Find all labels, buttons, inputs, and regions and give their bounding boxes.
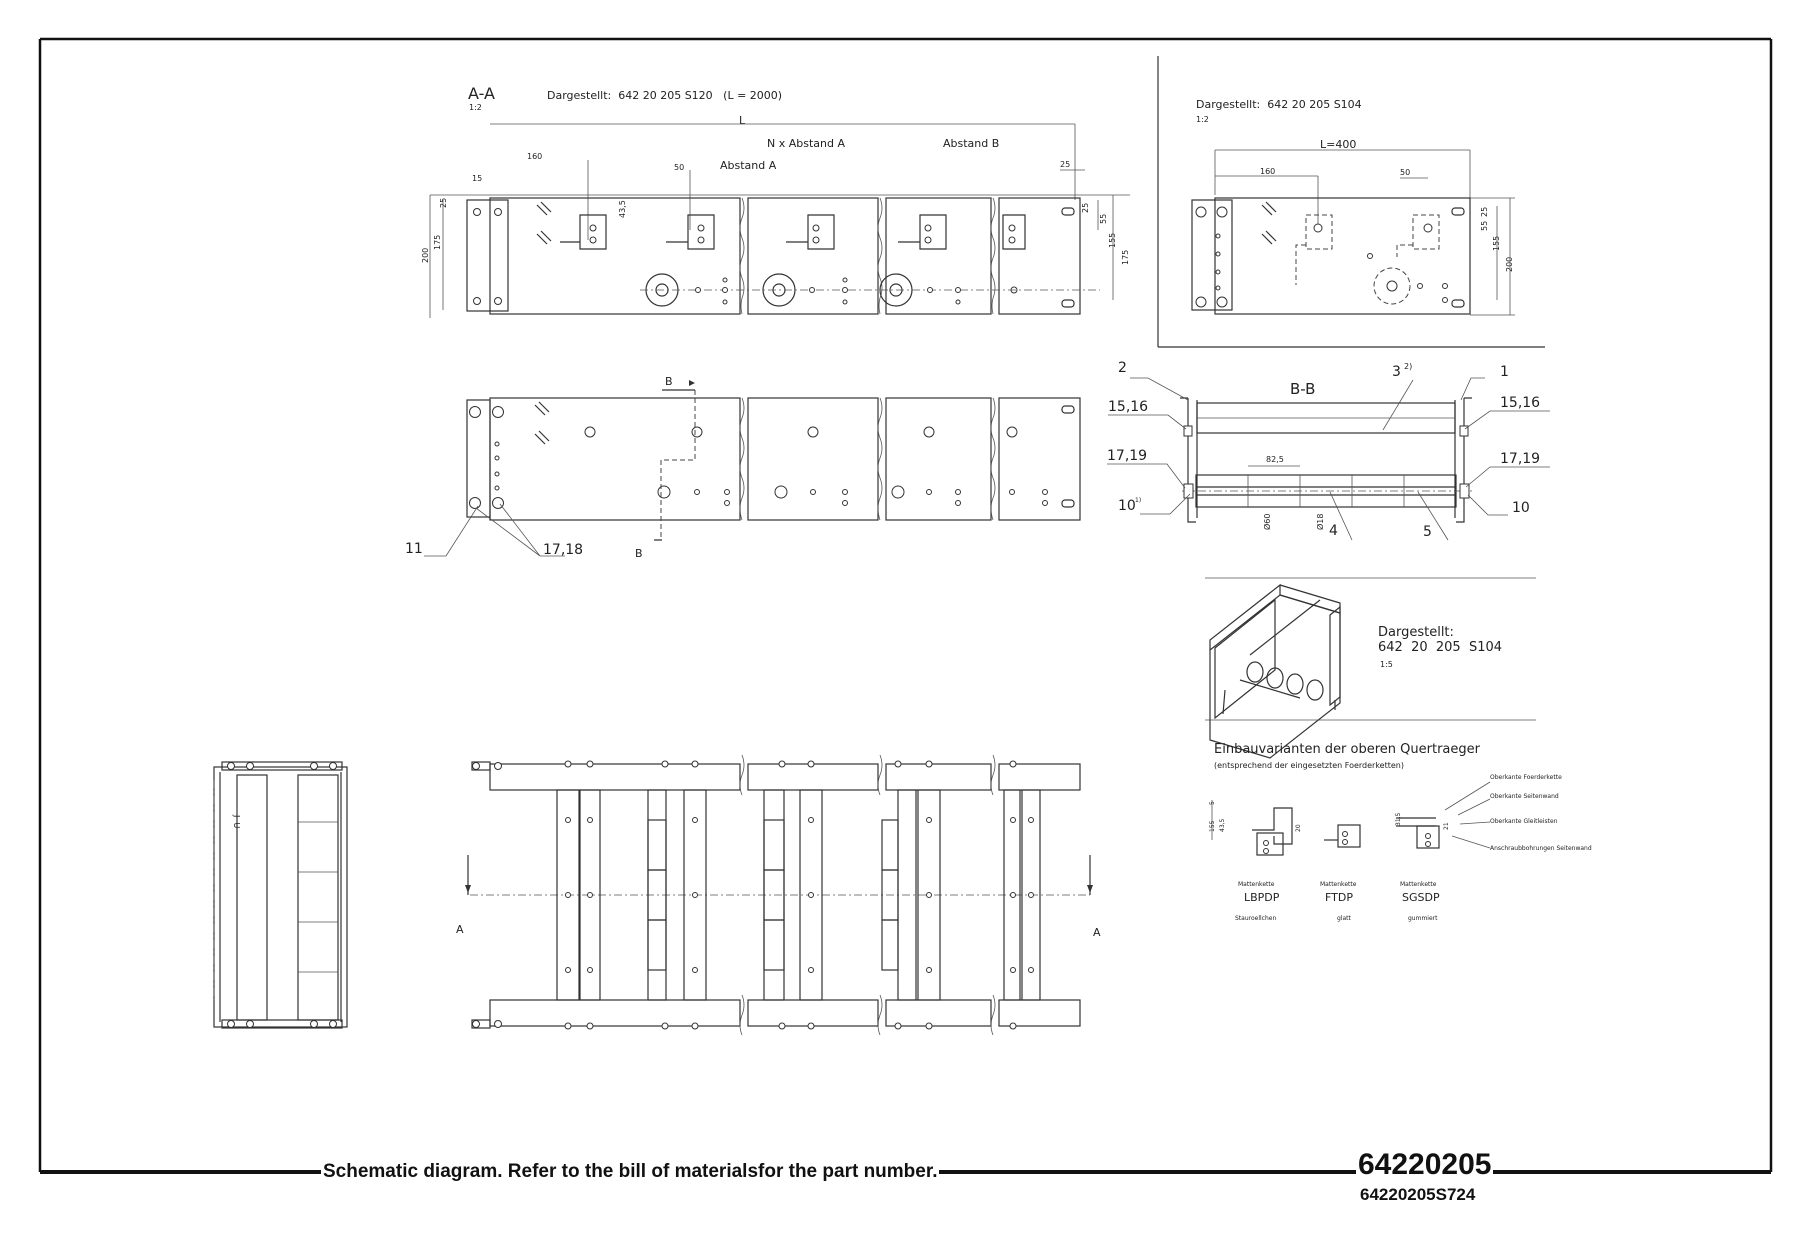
callout-11: 11 (405, 541, 423, 557)
dim-155: 155 (1108, 233, 1117, 248)
var2-type: Mattenkette (1320, 881, 1357, 888)
plan-cut-mark-b-bottom: B (635, 547, 643, 560)
iso-number: 642 20 205 S104 (1378, 640, 1502, 655)
var2-code: FTDP (1325, 891, 1353, 904)
section-bb-title: B-B (1290, 380, 1315, 398)
section-aa-title: A-A (468, 84, 495, 103)
mounting-variants: Einbauvarianten der oberen Quertraeger (… (1209, 742, 1592, 922)
callout-17-19-right: 17,19 (1500, 451, 1540, 467)
var3-type: Mattenkette (1400, 881, 1437, 888)
callout-3-note: 2) (1404, 362, 1412, 371)
variant-lbpdp: 155 43,5 5 Mattenkette LBPDP Stauroellch… (1209, 800, 1293, 922)
detail-shown: Dargestellt: 642 20 205 S104 (1196, 98, 1362, 111)
dim-L: L (739, 114, 746, 127)
dim-55: 55 (1099, 214, 1108, 224)
callout-10-right: 10 (1512, 500, 1530, 516)
dim-175-right: 175 (1121, 250, 1130, 265)
detail-scale: 1:2 (1196, 115, 1209, 124)
var-dim-155: 155 (1209, 820, 1216, 832)
dim-160: 160 (527, 152, 542, 161)
callout-10-left: 10 (1118, 498, 1136, 514)
dim-175-left: 175 (433, 235, 442, 250)
plan-cut-mark-b-top: B (665, 375, 673, 388)
var1-type: Mattenkette (1238, 881, 1275, 888)
callout-15-16-left: 15,16 (1108, 399, 1148, 415)
dim-15: 15 (472, 174, 482, 183)
detail-dim-55: 55 (1480, 221, 1489, 231)
dim-82-5: 82,5 (1266, 455, 1284, 464)
callout-1: 1 (1500, 364, 1509, 380)
note-oberkante-foerderkette: Oberkante Foerderkette (1490, 774, 1562, 781)
var3-code: SGSDP (1402, 891, 1440, 904)
bottom-cut-mark-a-right: A (1093, 926, 1101, 939)
var-dim-31-5: 31,5 (1395, 812, 1402, 826)
var-dim-20: 20 (1295, 824, 1302, 832)
dim-200: 200 (421, 248, 430, 263)
dim-d18: Ø18 (1315, 514, 1325, 530)
section-aa-shown: Dargestellt: 642 20 205 S120 (L = 2000) (547, 89, 782, 102)
iso-scale: 1:5 (1380, 660, 1393, 669)
variant-sgsdp: 31,5 21 Oberkante Foerderkette Oberkante… (1395, 774, 1592, 922)
detail-dim-155: 155 (1492, 236, 1501, 251)
var-dim-5: 5 (1209, 801, 1216, 805)
detail-view-s104: Dargestellt: 642 20 205 S104 1:2 L=400 1… (1157, 56, 1545, 348)
detail-dim-160: 160 (1260, 167, 1275, 176)
note-anschraubbohrungen: Anschraubbohrungen Seitenwand (1490, 845, 1592, 852)
callout-15-16-right: 15,16 (1500, 395, 1540, 411)
drawing-number: 64220205S724 (1360, 1185, 1476, 1204)
variant-ftdp: 20 Mattenkette FTDP glatt (1295, 824, 1361, 922)
callout-17-18: 17,18 (543, 542, 583, 558)
end-view-side-marks: J U (232, 814, 241, 828)
bottom-cut-mark-a-left: A (456, 923, 464, 936)
dim-L400: L=400 (1320, 138, 1356, 151)
section-aa-view: A-A 1:2 Dargestellt: 642 20 205 S120 (L … (421, 84, 1130, 318)
variants-subtitle: (entsprechend der eingesetzten Foerderke… (1214, 761, 1404, 770)
dim-n-abstand-a: N x Abstand A (767, 137, 845, 150)
dim-25-left: 25 (439, 198, 448, 208)
callout-17-19-left: 17,19 (1107, 448, 1147, 464)
dim-43-5: 43,5 (618, 200, 627, 218)
note-oberkante-seitenwand: Oberkante Seitenwand (1490, 793, 1559, 800)
var2-desc: glatt (1337, 915, 1352, 922)
variants-title: Einbauvarianten der oberen Quertraeger (1214, 742, 1481, 757)
var-dim-21: 21 (1443, 822, 1450, 830)
section-aa-scale: 1:2 (469, 103, 482, 112)
callout-10-note: 1) (1135, 497, 1141, 504)
iso-shown: Dargestellt: (1378, 625, 1454, 640)
callout-3: 3 (1392, 364, 1401, 380)
part-number: 64220205 (1356, 1148, 1494, 1182)
plan-view: B B 11 17,18 (405, 375, 1081, 560)
note-oberkante-gleitleisten: Oberkante Gleitleisten (1490, 818, 1558, 825)
detail-dim-200: 200 (1505, 257, 1514, 272)
isometric-view: Dargestellt: 642 20 205 S104 1:5 (1209, 583, 1502, 759)
dim-25-top: 25 (1060, 160, 1070, 169)
footer-note: Schematic diagram. Refer to the bill of … (321, 1161, 940, 1183)
dim-abstand-b: Abstand B (943, 137, 999, 150)
dim-50: 50 (674, 163, 684, 172)
var1-code: LBPDP (1244, 891, 1280, 904)
callout-5: 5 (1423, 524, 1432, 540)
dim-abstand-a: Abstand A (720, 159, 777, 172)
detail-dim-25: 25 (1480, 207, 1489, 217)
bottom-plan-view: A A (456, 754, 1101, 1036)
var-dim-43-5: 43,5 (1219, 818, 1226, 832)
drawing-border (38, 37, 1773, 1174)
callout-2: 2 (1118, 360, 1127, 376)
callout-4: 4 (1329, 523, 1338, 539)
var3-desc: gummiert (1408, 915, 1438, 922)
end-view: J U (213, 761, 348, 1029)
section-bb-view: B-B 2 3 2) 1 15,16 15,16 17,19 17,19 10 … (1107, 360, 1550, 541)
var1-desc: Stauroellchen (1235, 915, 1276, 922)
detail-dim-50: 50 (1400, 168, 1410, 177)
dim-d60: Ø60 (1262, 514, 1272, 530)
dim-25-right: 25 (1081, 203, 1090, 213)
